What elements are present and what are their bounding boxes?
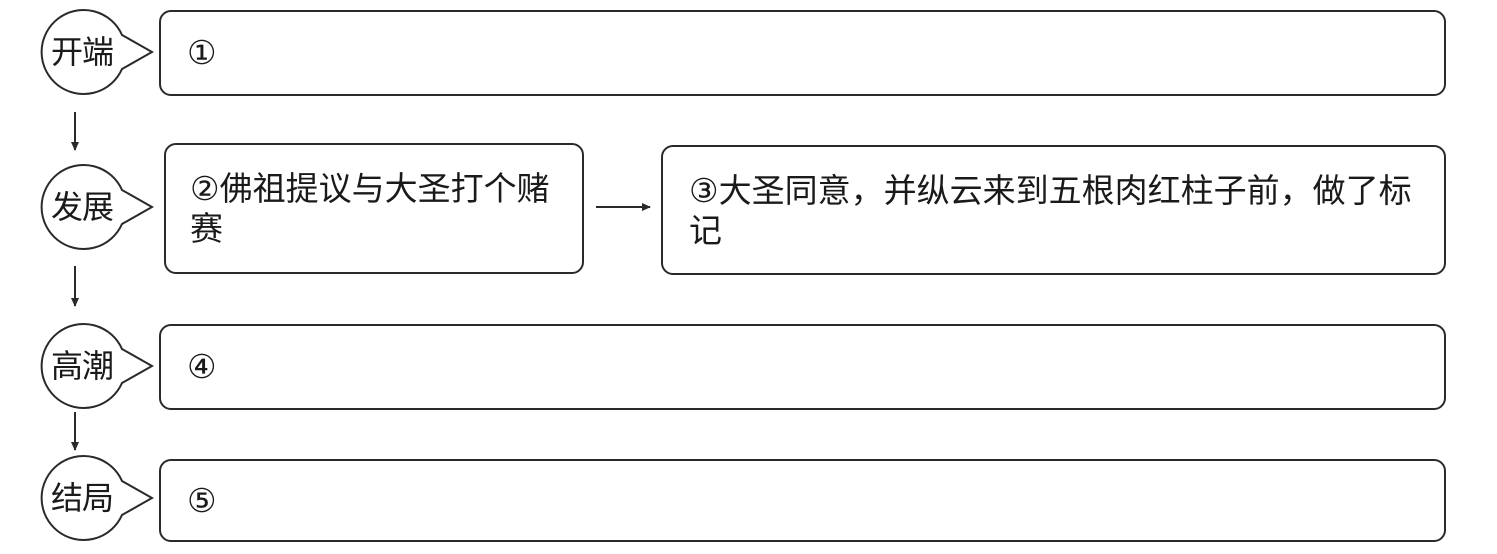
stage-shape-opening	[40, 9, 155, 95]
stage-shape-climax	[40, 323, 155, 409]
event-box-development-2: ③大圣同意，并纵云来到五根肉红柱子前，做了标记	[661, 145, 1446, 275]
event-box-ending: ⑤	[159, 459, 1446, 542]
event-text-ending: ⑤	[187, 481, 217, 520]
stage-shape-ending	[40, 455, 155, 541]
stage-label-development: 发展	[50, 188, 114, 226]
stage-label-ending: 结局	[50, 479, 114, 517]
event-box-opening: ①	[159, 10, 1446, 96]
event-text-climax: ④	[187, 347, 217, 386]
event-text-development-2: ③大圣同意，并纵云来到五根肉红柱子前，做了标记	[689, 171, 1412, 250]
event-text-opening: ①	[187, 33, 217, 72]
event-box-development-1: ②佛祖提议与大圣打个赌赛	[164, 143, 584, 274]
event-text-development-1: ②佛祖提议与大圣打个赌赛	[190, 169, 550, 248]
event-box-climax: ④	[159, 324, 1446, 410]
stage-label-climax: 高潮	[50, 347, 114, 385]
stage-shape-development	[40, 164, 155, 250]
stage-label-opening: 开端	[50, 33, 114, 71]
